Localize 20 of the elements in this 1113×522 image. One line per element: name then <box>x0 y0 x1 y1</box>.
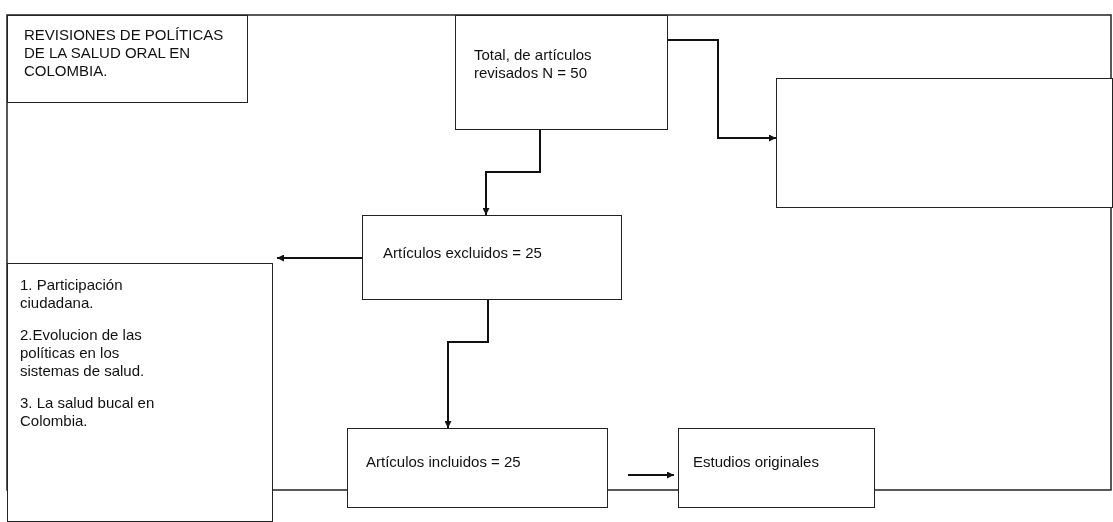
process-box <box>362 215 622 300</box>
box-text: 2.Evolucion de las políticas en los sistemas de salud. <box>20 326 146 380</box>
box-text: REVISIONES DE POLÍTICAS DE LA SALUD ORAL EN COLOMBIA. <box>24 26 225 80</box>
box-text: 1. Participación ciudadana. <box>20 276 124 312</box>
box-text: Total, de artículos revisados N = 50 <box>474 46 593 82</box>
box-text: 3. La salud bucal en Colombia. <box>20 394 156 430</box>
arrow <box>482 129 541 216</box>
box-text: Artículos excluidos = 25 <box>383 244 543 262</box>
arrow <box>667 39 777 142</box>
arrow <box>276 254 363 262</box>
box-text: Artículos incluidos = 25 <box>366 453 522 471</box>
process-box <box>678 428 875 508</box>
process-box <box>347 428 608 508</box>
process-box <box>7 15 248 103</box>
arrow <box>627 471 675 479</box>
empty-box <box>776 78 1113 208</box>
box-text: Estudios originales <box>693 453 820 471</box>
arrow <box>444 299 489 429</box>
process-box <box>455 15 668 130</box>
process-box <box>7 263 273 522</box>
